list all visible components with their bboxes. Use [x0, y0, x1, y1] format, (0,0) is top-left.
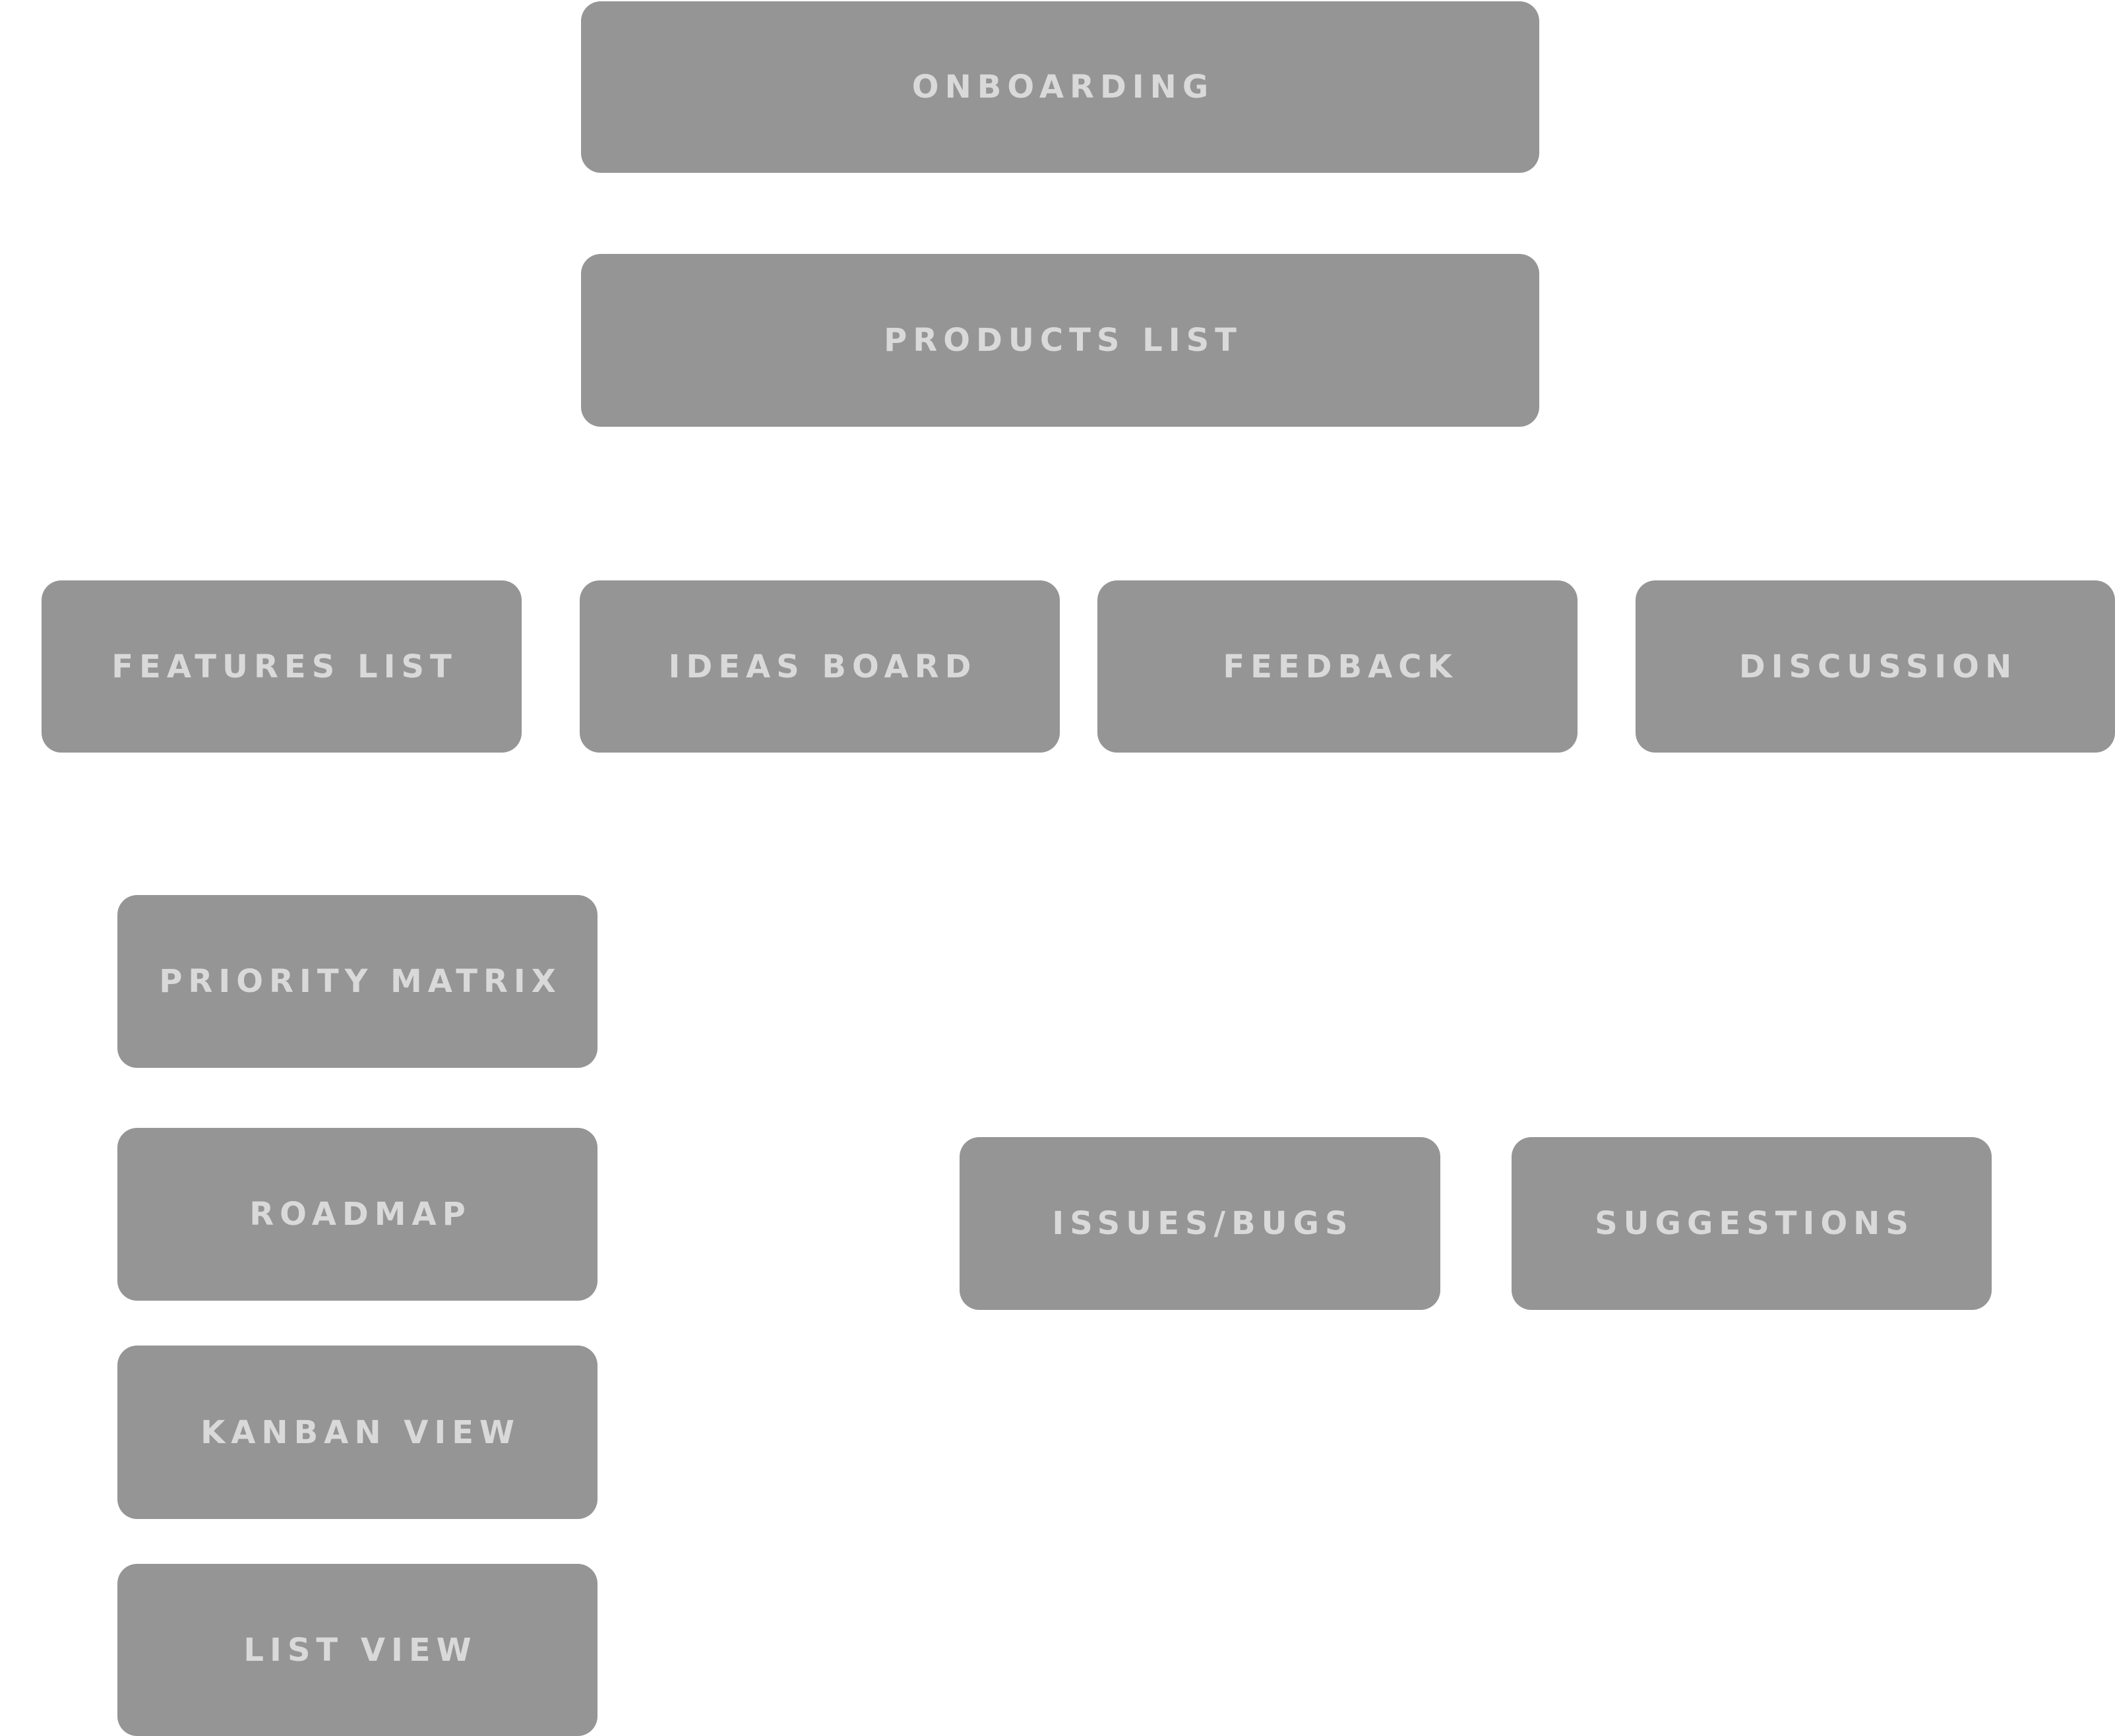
node-label: DISCUSSION	[1738, 648, 2018, 685]
node-label: LIST VIEW	[243, 1631, 477, 1669]
node-label: IDEAS BOARD	[668, 648, 977, 685]
node-priority-matrix: PRIORITY MATRIX	[117, 895, 598, 1068]
node-features-list: FEATURES LIST	[42, 580, 522, 753]
node-discussion: DISCUSSION	[1636, 580, 2115, 753]
node-label: PRIORITY MATRIX	[159, 963, 562, 1000]
node-suggestions: SUGGESTIONS	[1512, 1137, 1992, 1310]
node-products-list: PRODUCTS LIST	[581, 254, 1539, 427]
node-kanban-view: KANBAN VIEW	[117, 1346, 598, 1519]
node-label: FEEDBACK	[1223, 648, 1458, 685]
node-label: KANBAN VIEW	[200, 1413, 520, 1451]
node-label: ONBOARDING	[911, 69, 1215, 106]
node-label: SUGGESTIONS	[1595, 1205, 1915, 1242]
node-label: PRODUCTS LIST	[884, 322, 1242, 359]
node-label: ISSUES/BUGS	[1052, 1205, 1354, 1242]
node-issues-bugs: ISSUES/BUGS	[960, 1137, 1440, 1310]
node-list-view: LIST VIEW	[117, 1564, 598, 1736]
node-ideas-board: IDEAS BOARD	[580, 580, 1060, 753]
node-onboarding: ONBOARDING	[581, 1, 1539, 173]
node-feedback: FEEDBACK	[1097, 580, 1578, 753]
node-label: ROADMAP	[249, 1196, 472, 1233]
node-roadmap: ROADMAP	[117, 1128, 598, 1301]
node-label: FEATURES LIST	[111, 648, 458, 685]
